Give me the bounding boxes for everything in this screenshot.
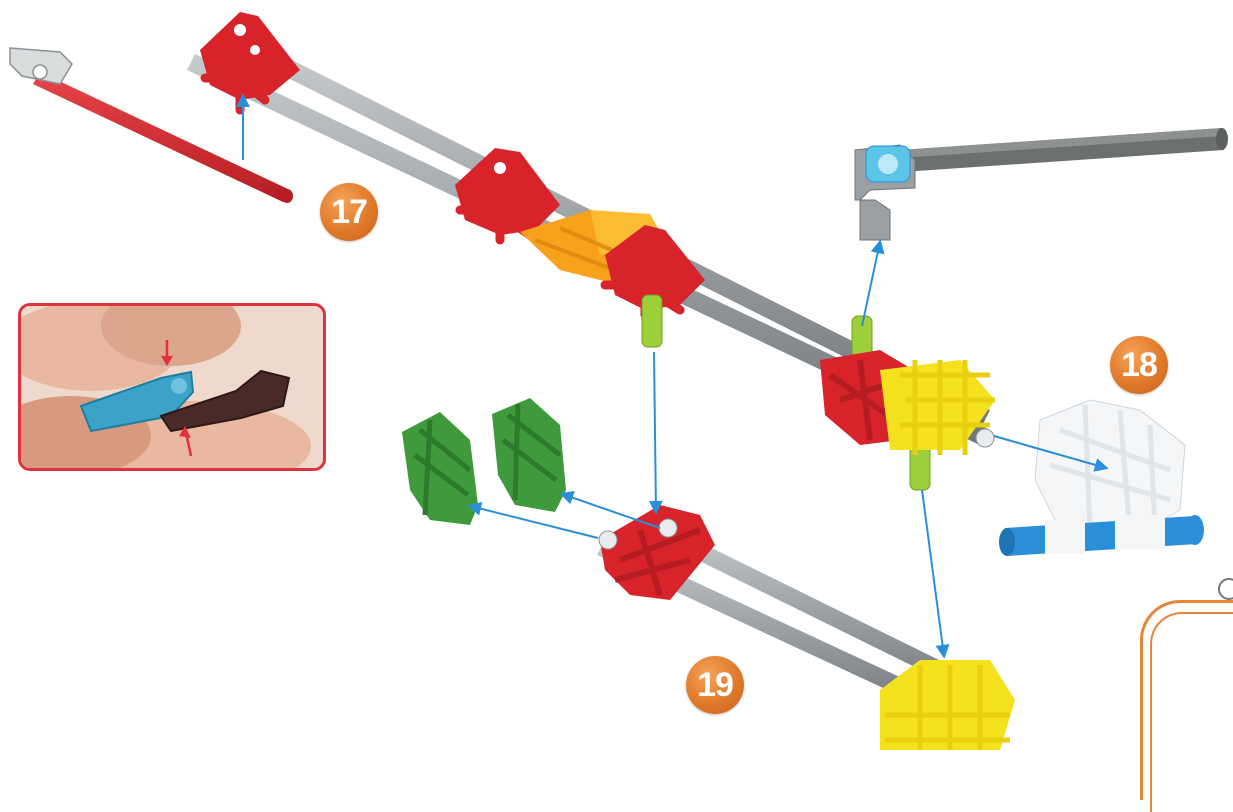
grey-rod	[900, 128, 1228, 172]
step-badge-19: 19	[686, 656, 744, 714]
hinge-clip	[855, 145, 915, 240]
green-connector	[492, 398, 566, 512]
page-frame-inner	[1150, 612, 1233, 812]
step-badge-18: 18	[1110, 336, 1168, 394]
red-connector	[200, 12, 300, 110]
yellow-connector	[880, 660, 1015, 750]
green-connector	[402, 412, 478, 525]
edge-marker	[1218, 578, 1233, 600]
hand-photo	[18, 303, 326, 471]
step-badge-17: 17	[320, 183, 378, 241]
